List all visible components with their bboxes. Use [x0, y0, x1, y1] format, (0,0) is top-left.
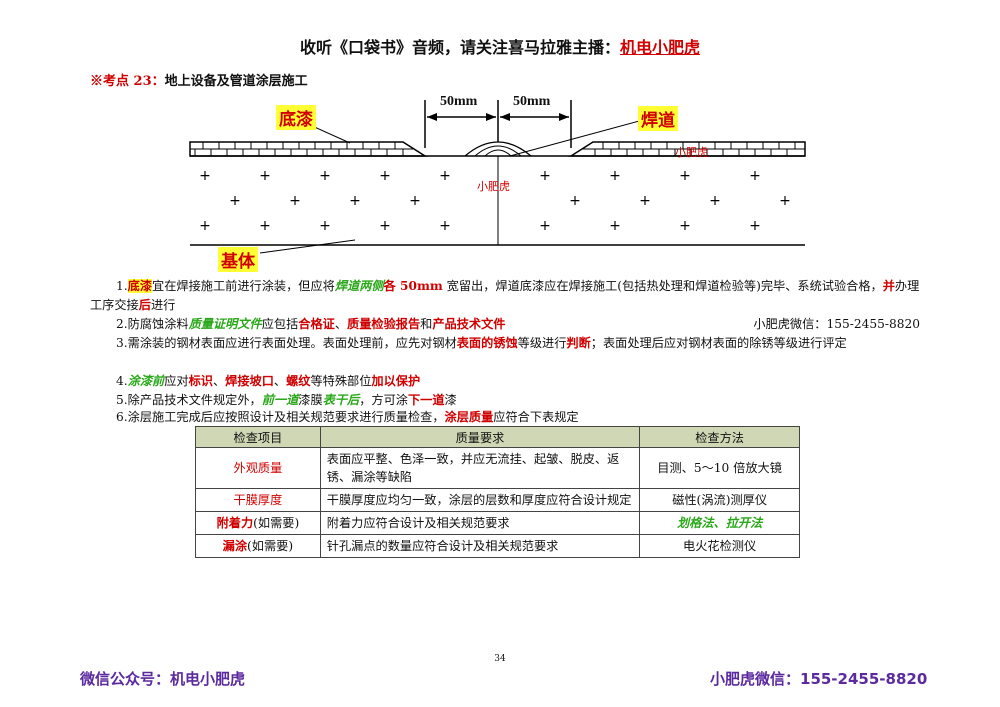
svg-text:+: + [709, 193, 721, 209]
row-item: 外观质量 [233, 461, 283, 475]
header-quality-req: 质量要求 [319, 426, 641, 448]
kaodian-text: 地上设备及管道涂层施工 [164, 74, 308, 89]
row-item-note: (如需要) [247, 539, 294, 553]
row-method: 划格法、拉开法 [676, 516, 763, 530]
svg-text:+: + [679, 168, 691, 184]
weld-label: 焊道 [638, 106, 678, 131]
header-brand: 机电小肥虎 [620, 38, 701, 57]
table-header-row: 检查项目 质量要求 检查方法 [195, 426, 800, 448]
dim-right-label: 50mm [513, 94, 551, 109]
row-item-note: (如需要) [253, 516, 300, 530]
row-item: 漏涂 [222, 539, 248, 553]
svg-text:+: + [379, 168, 391, 184]
svg-text:+: + [749, 218, 761, 234]
svg-text:+: + [319, 168, 331, 184]
item-2: 2.防腐蚀涂料质量证明文件应包括合格证、质量检验报告和产品技术文件 小肥虎微信：… [90, 315, 920, 334]
svg-text:+: + [609, 168, 621, 184]
svg-text:+: + [199, 218, 211, 234]
watermark-weld: 小肥虎 [675, 146, 708, 159]
quality-check-table: 检查项目 质量要求 检查方法 外观质量 表面应平整、色泽一致，并应无流挂、起皱、… [195, 426, 800, 558]
row-req: 干膜厚度应均匀一致，涂层的层数和厚度应符合设计规定 [319, 488, 641, 512]
table-row: 附着力(如需要) 附着力应符合设计及相关规范要求 划格法、拉开法 [195, 511, 800, 535]
svg-text:+: + [259, 218, 271, 234]
svg-text:+: + [259, 168, 271, 184]
kaodian-title: ※考点 23：地上设备及管道涂层施工 [90, 70, 308, 89]
row-item: 附着力 [216, 516, 254, 530]
table-row: 外观质量 表面应平整、色泽一致，并应无流挂、起皱、脱皮、返锈、漏涂等缺陷 目测、… [195, 447, 800, 489]
item-5: 5.除产品技术文件规定外，前一道漆膜表干后，方可涂下一道漆 [116, 393, 457, 407]
row-req: 表面应平整、色泽一致，并应无流挂、起皱、脱皮、返锈、漏涂等缺陷 [319, 447, 641, 489]
weld-coating-diagram: + + + + + + + + + + + + + + + + + + + + + + + + + + [189, 100, 806, 254]
svg-text:+: + [199, 168, 211, 184]
row-req: 附着力应符合设计及相关规范要求 [319, 511, 641, 535]
row-req: 针孔漏点的数量应符合设计及相关规范要求 [319, 534, 641, 558]
svg-text:+: + [289, 193, 301, 209]
svg-text:+: + [229, 193, 241, 209]
row-method: 磁性(涡流)测厚仪 [639, 488, 800, 512]
footer-right: 小肥虎微信：155-2455-8820 [710, 670, 928, 688]
svg-text:+: + [349, 193, 361, 209]
row-method: 电火花检测仪 [639, 534, 800, 558]
svg-text:+: + [539, 168, 551, 184]
svg-text:+: + [639, 193, 651, 209]
page-header: 收听《口袋书》音频，请关注喜马拉雅主播：机电小肥虎 [0, 34, 1000, 58]
svg-text:+: + [779, 193, 791, 209]
primer-label: 底漆 [276, 105, 316, 130]
dim-left-label: 50mm [440, 94, 478, 109]
item-4: 4.涂漆前应对标识、焊接坡口、螺纹等特殊部位加以保护 [116, 374, 421, 388]
svg-text:+: + [569, 193, 581, 209]
row-method: 目测、5～10 倍放大镜 [639, 447, 800, 489]
svg-text:+: + [439, 218, 451, 234]
table-row: 漏涂(如需要) 针孔漏点的数量应符合设计及相关规范要求 电火花检测仪 [195, 534, 800, 558]
item-1: 1.底漆宜在焊接施工前进行涂装，但应将焊道两侧各 50mm 宽留出，焊道底漆应在… [90, 279, 920, 312]
svg-text:+: + [319, 218, 331, 234]
page-number: 34 [494, 654, 506, 664]
header-check-method: 检查方法 [639, 426, 800, 448]
svg-text:+: + [749, 168, 761, 184]
item-2-contact: 小肥虎微信：155-2455-8820 [753, 317, 920, 331]
header-prefix: 收听《口袋书》音频，请关注喜马拉雅主播： [299, 38, 620, 57]
watermark-center: 小肥虎 [477, 180, 510, 193]
svg-text:+: + [609, 218, 621, 234]
item-3: 3.需涂装的钢材表面应进行表面处理。表面处理前，应先对钢材表面的锈蚀等级进行判断… [116, 336, 847, 350]
header-check-item: 检查项目 [195, 426, 321, 448]
footer-left: 微信公众号：机电小肥虎 [80, 670, 246, 688]
row-item: 干膜厚度 [233, 493, 283, 507]
table-row: 干膜厚度 干膜厚度应均匀一致，涂层的层数和厚度应符合设计规定 磁性(涡流)测厚仪 [195, 488, 800, 512]
item-6: 6.涂层施工完成后应按照设计及相关规范要求进行质量检查，涂层质量应符合下表规定 [116, 410, 579, 424]
svg-text:+: + [379, 218, 391, 234]
svg-text:+: + [409, 193, 421, 209]
svg-text:+: + [539, 218, 551, 234]
kaodian-num: ※考点 23： [90, 74, 165, 89]
svg-text:+: + [679, 218, 691, 234]
base-label: 基体 [218, 247, 258, 272]
svg-text:+: + [439, 168, 451, 184]
